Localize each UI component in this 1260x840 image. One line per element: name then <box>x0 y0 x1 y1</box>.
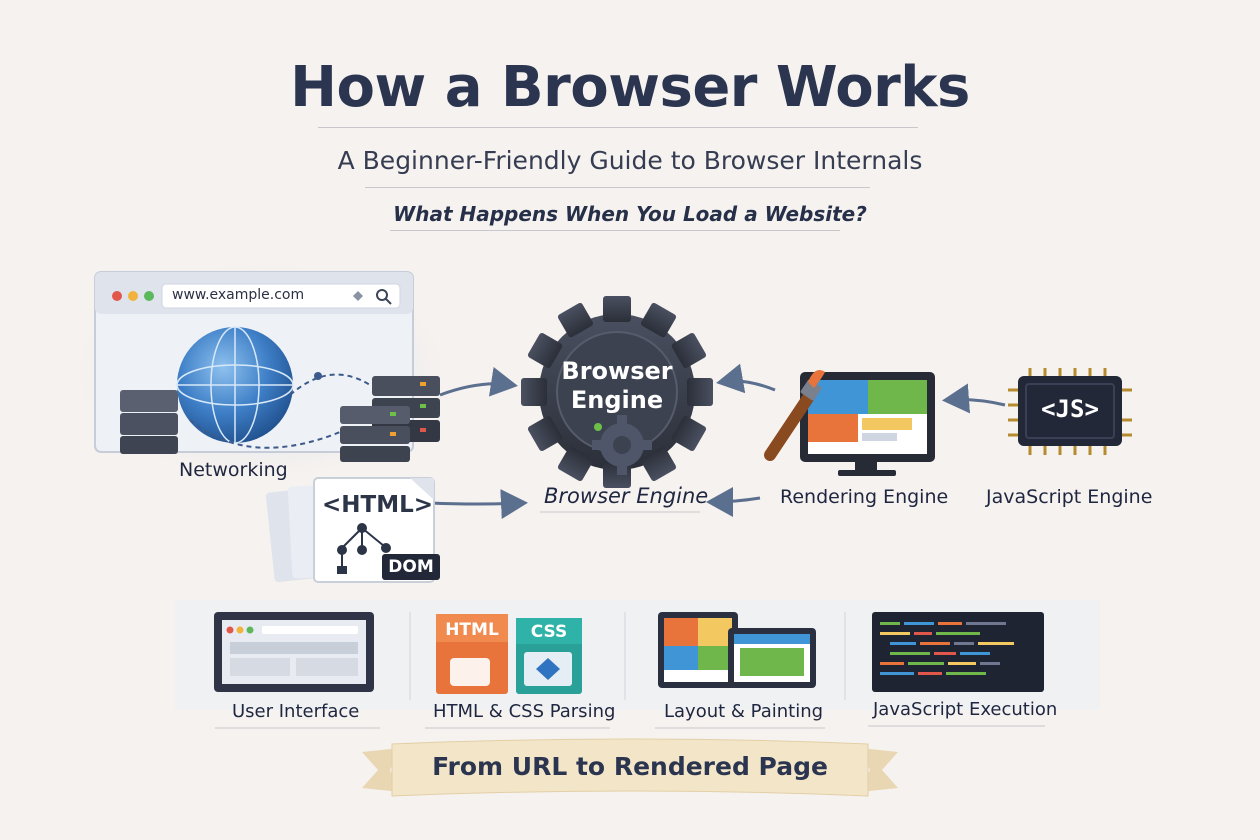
search-icon <box>376 289 388 301</box>
page-question: What Happens When You Load a Website? <box>393 202 867 226</box>
ribbon-banner <box>362 738 898 797</box>
bookmark-icon <box>353 291 363 301</box>
arrow-render-to-label <box>706 486 761 517</box>
html-tag-text: <HTML> <box>322 492 434 518</box>
address-bar[interactable] <box>161 283 401 309</box>
javascript-execution-icon <box>872 612 1044 692</box>
gear-text-line2: Engine <box>570 386 664 414</box>
layout-painting-icon <box>658 612 816 688</box>
css-badge: CSS <box>530 622 568 642</box>
address-bar-url[interactable]: www.example.com <box>172 287 305 303</box>
arrow-js-to-render <box>942 383 1006 414</box>
dom-badge: DOM <box>388 557 434 577</box>
page-title: How a Browser Works <box>290 55 970 120</box>
arrow-network-to-engine <box>439 366 518 397</box>
window-minimize-dot <box>128 291 138 301</box>
stage-label-html-css-parsing: HTML & CSS Parsing <box>433 701 616 722</box>
html-document-icon <box>265 477 440 583</box>
arrow-render-to-engine <box>716 363 776 394</box>
arrow-html-to-engine <box>429 489 528 519</box>
javascript-chip-icon <box>1008 368 1132 455</box>
stage-label-javascript-execution: JavaScript Execution <box>873 699 1058 720</box>
stage-label-user-interface: User Interface <box>232 701 360 722</box>
banner-text: From URL to Rendered Page <box>432 752 828 781</box>
browser-engine-label: Browser Engine <box>544 484 709 508</box>
question-divider <box>390 230 840 231</box>
subtitle-divider <box>365 187 870 188</box>
html-css-parsing-icon <box>436 614 582 694</box>
window-close-dot <box>112 291 122 301</box>
networking-label: Networking <box>179 459 288 481</box>
stage-label-layout-painting: Layout & Painting <box>664 701 824 722</box>
browser-engine-gear-icon <box>521 296 713 488</box>
rendering-engine-label: Rendering Engine <box>780 486 949 508</box>
window-maximize-dot <box>144 291 154 301</box>
paintbrush-icon <box>764 369 825 461</box>
html-badge: HTML <box>445 620 499 640</box>
title-divider <box>318 127 918 128</box>
user-interface-icon <box>214 612 374 692</box>
server-icon <box>372 376 440 396</box>
page-subtitle: A Beginner-Friendly Guide to Browser Int… <box>337 146 923 175</box>
gear-text-line1: Browser <box>561 357 673 385</box>
js-chip-text: <JS> <box>1041 395 1099 423</box>
networking-illustration <box>120 326 440 462</box>
rendering-monitor-icon <box>800 372 935 476</box>
javascript-engine-label: JavaScript Engine <box>986 486 1153 508</box>
